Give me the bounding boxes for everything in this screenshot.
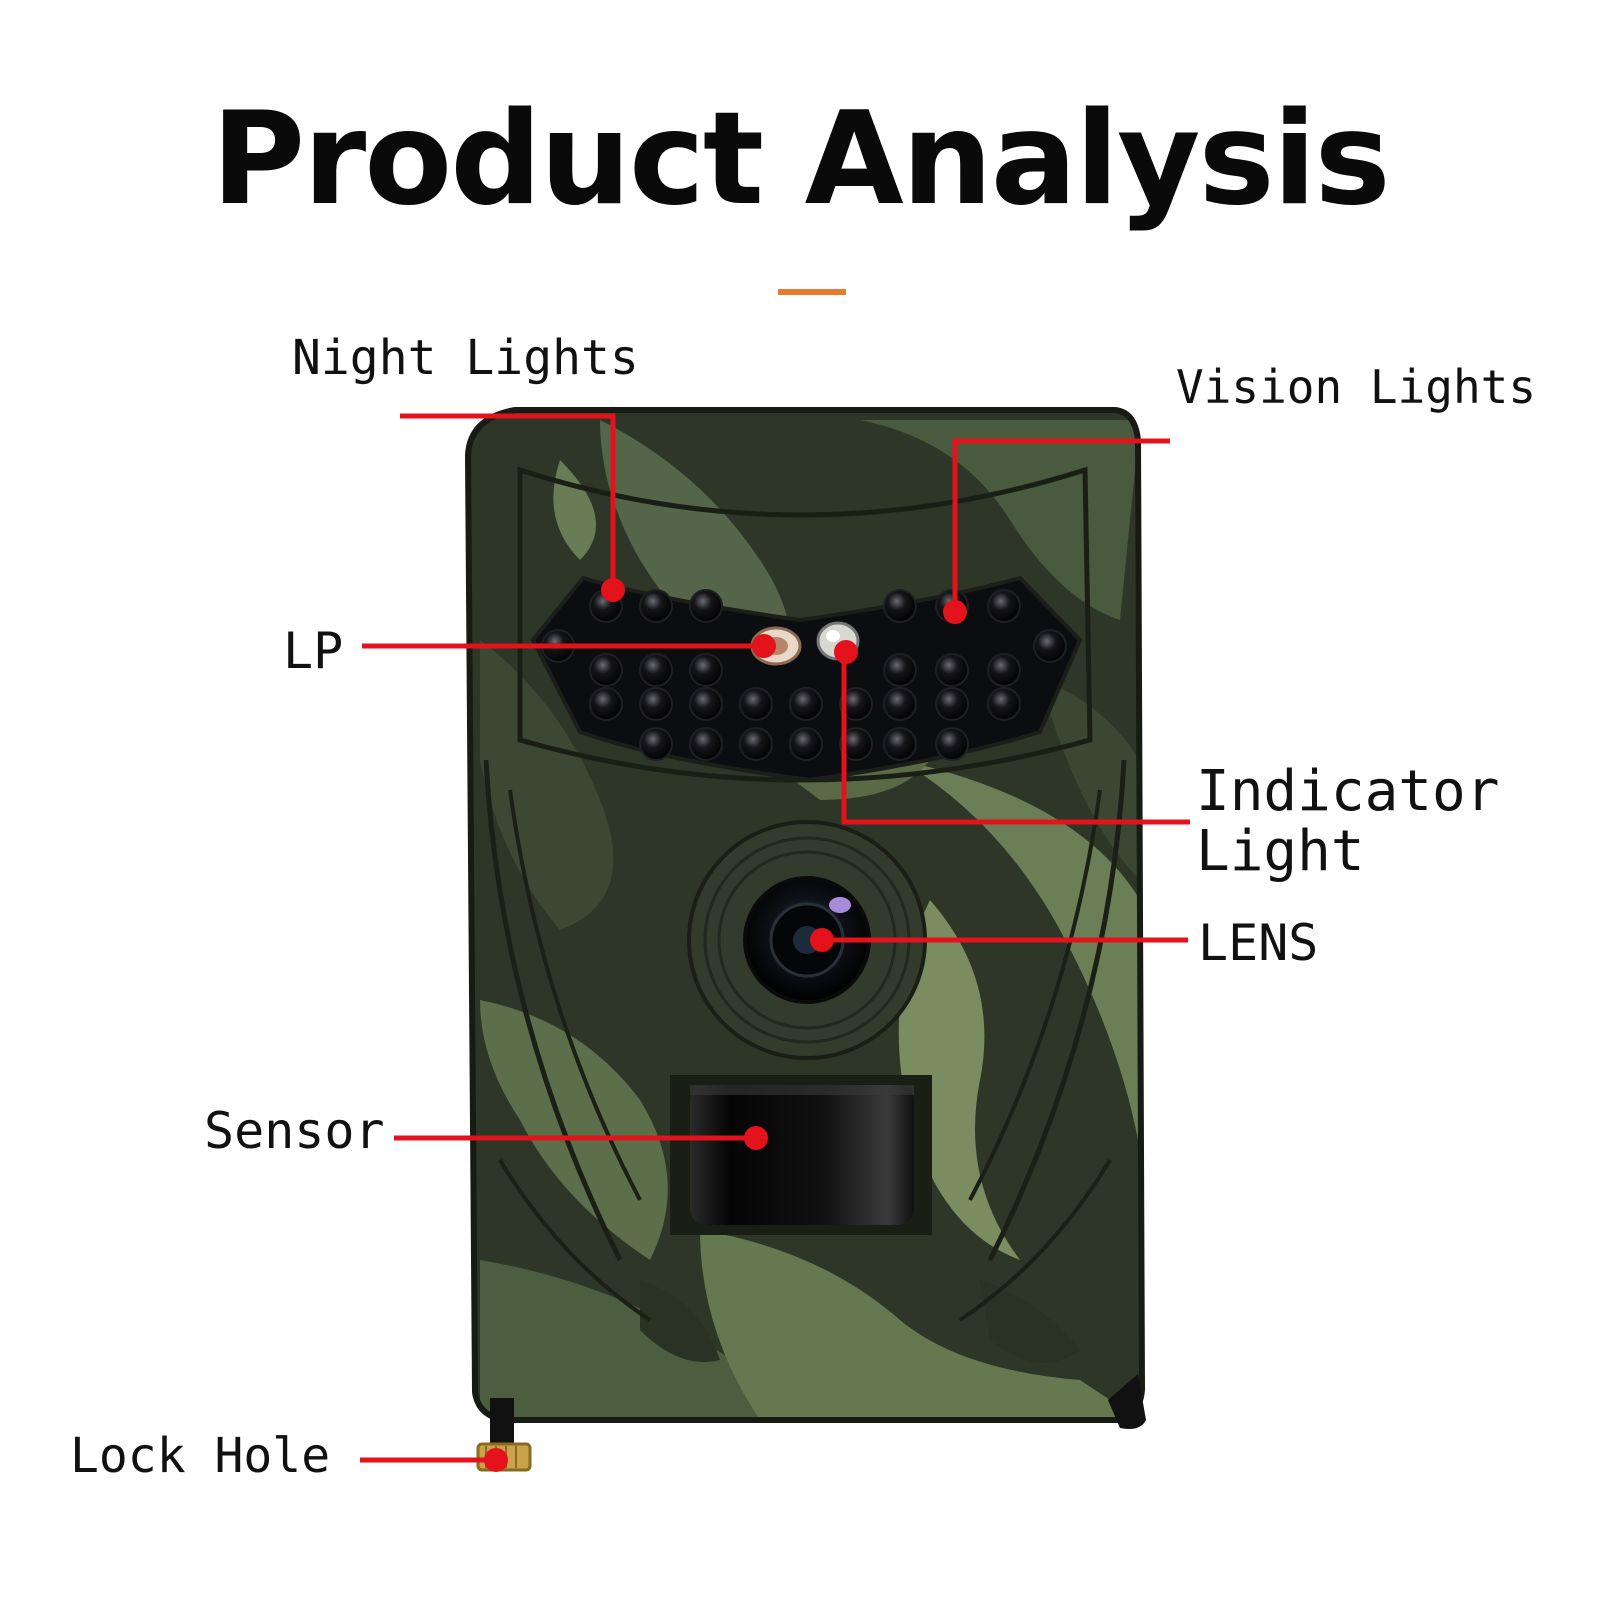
callout-dots (484, 578, 967, 1472)
ir-led (883, 727, 917, 761)
ir-led (883, 589, 917, 623)
pir-sensor (670, 1075, 932, 1235)
ir-led (639, 687, 673, 721)
ir-led (935, 653, 969, 687)
label-vision-lights: Vision Lights (1176, 360, 1537, 414)
ir-led (839, 687, 873, 721)
ir-led (639, 727, 673, 761)
ir-led (639, 589, 673, 623)
ir-led (883, 687, 917, 721)
label-night-lights: Night Lights (292, 330, 639, 386)
strap-latch (1108, 1374, 1146, 1429)
label-sensor: Sensor (204, 1102, 385, 1160)
ir-led (987, 589, 1021, 623)
ir-led (589, 687, 623, 721)
ir-led (839, 727, 873, 761)
callout-line-night-lights (400, 413, 616, 590)
ir-led (1033, 629, 1067, 663)
callout-line-indicator-light (841, 655, 1190, 825)
ir-led (689, 727, 723, 761)
callout-lines (360, 413, 1190, 1463)
label-lp: LP (283, 622, 344, 680)
ir-led (689, 687, 723, 721)
ir-led (935, 687, 969, 721)
ir-led (639, 653, 673, 687)
label-lock-hole: Lock Hole (70, 1428, 331, 1484)
ir-led (689, 589, 723, 623)
ir-led (739, 687, 773, 721)
ir-led (987, 653, 1021, 687)
ir-led (789, 687, 823, 721)
page-title: Product Analysis (211, 85, 1390, 234)
ir-led (589, 653, 623, 687)
ir-led (935, 727, 969, 761)
ir-led (739, 727, 773, 761)
label-lens: LENS (1198, 914, 1319, 972)
ir-led (789, 727, 823, 761)
ir-led (689, 653, 723, 687)
ir-led (987, 687, 1021, 721)
label-indicator-light: Indicator Light (1196, 759, 1500, 885)
title-underline-accent (778, 289, 846, 295)
callout-line-vision-lights (952, 438, 1170, 612)
ir-led (883, 653, 917, 687)
